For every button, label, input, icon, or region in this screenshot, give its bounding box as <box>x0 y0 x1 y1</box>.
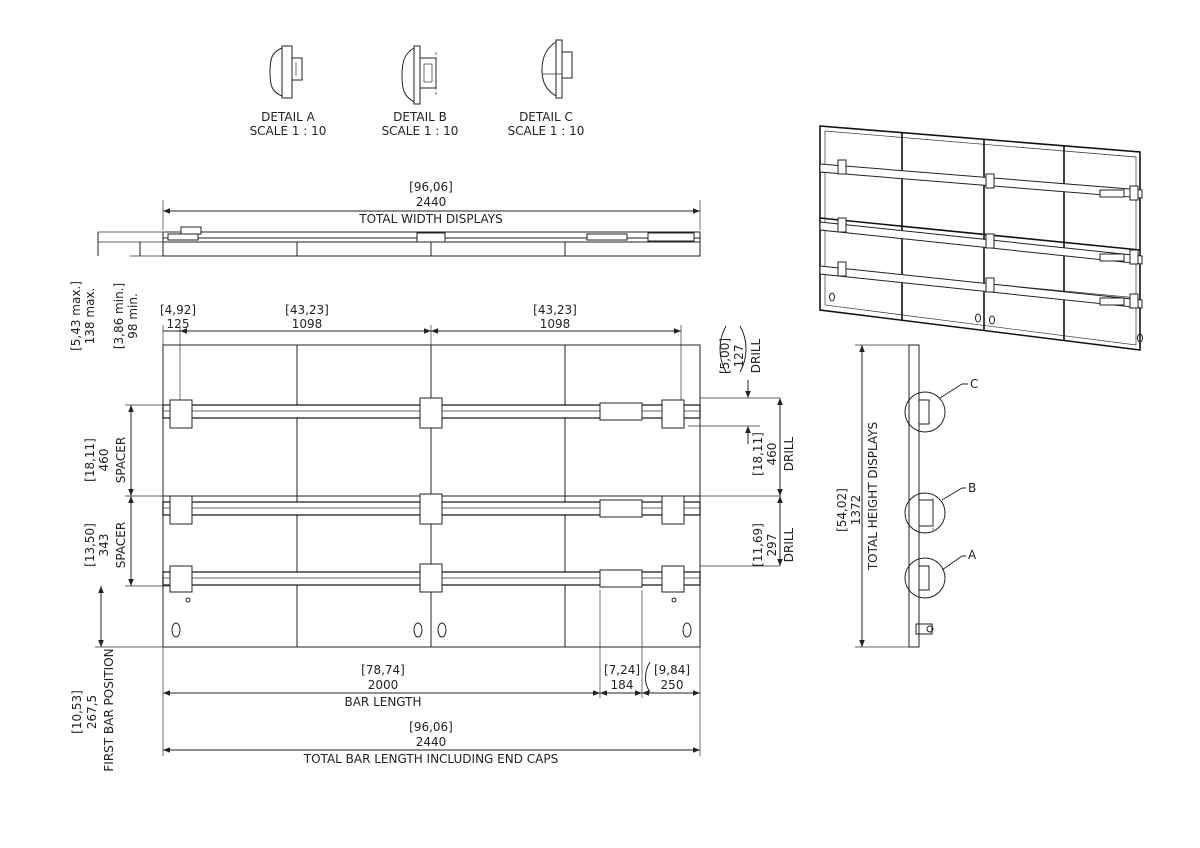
drill-spacing-1-mm: 1098 <box>292 317 323 331</box>
drill-mid-label: DRILL <box>782 436 796 471</box>
drill-mid-mm: 460 <box>765 443 779 466</box>
first-bar-mm: 267,5 <box>85 695 99 729</box>
detail-a-title: DETAIL A <box>261 110 315 124</box>
detail-c-callout: C <box>904 377 978 433</box>
spacer-2-mm: 343 <box>97 534 111 557</box>
detail-a: DETAIL A SCALE 1 : 10 <box>250 45 327 138</box>
detail-c: DETAIL C SCALE 1 : 10 <box>508 39 585 138</box>
edge-offset-mm: 125 <box>167 317 190 331</box>
total-width-label: TOTAL WIDTH DISPLAYS <box>358 212 503 226</box>
iso-bar-3 <box>819 261 1143 309</box>
spacer-2-label: SPACER <box>114 522 128 568</box>
callout-c-label: C <box>970 377 978 391</box>
top-drill-inch: [5,00] <box>718 338 732 374</box>
total-width-inch: [96,06] <box>409 180 453 194</box>
detail-b-callout: B <box>904 481 976 534</box>
spacer-1-inch: [18,11] <box>83 438 97 482</box>
detail-b-scale: SCALE 1 : 10 <box>382 124 459 138</box>
iso-bar-1 <box>819 159 1143 201</box>
iso-bar-2 <box>819 217 1143 265</box>
callout-a-label: A <box>968 548 977 562</box>
edge-offset-inch: [4,92] <box>160 303 196 317</box>
drill-mid-inch: [18,11] <box>751 432 765 476</box>
bar-length-inch: [78,74] <box>361 663 405 677</box>
total-width-mm: 2440 <box>416 195 447 209</box>
mounting-bar-1 <box>162 397 701 429</box>
drill-spacing-2-mm: 1098 <box>540 317 571 331</box>
end-cap-1-inch: [7,24] <box>604 663 640 677</box>
isometric-view <box>819 125 1143 351</box>
top-view: [96,06] 2440 TOTAL WIDTH DISPLAYS [5,43 … <box>69 180 701 351</box>
total-height-mm: 1372 <box>849 495 863 526</box>
end-cap-1-mm: 184 <box>611 678 634 692</box>
spacer-2-inch: [13,50] <box>83 523 97 567</box>
drill-low-mm: 297 <box>765 534 779 557</box>
bar-length-label: BAR LENGTH <box>344 695 421 709</box>
drill-spacing-1-inch: [43,23] <box>285 303 329 317</box>
callout-b-label: B <box>968 481 976 495</box>
detail-a-scale: SCALE 1 : 10 <box>250 124 327 138</box>
end-cap-2-inch: [9,84] <box>654 663 690 677</box>
first-bar-inch: [10,53] <box>70 690 84 734</box>
total-bar-length-inch: [96,06] <box>409 720 453 734</box>
detail-c-title: DETAIL C <box>519 110 573 124</box>
depth-max-inch: [5,43 max.] <box>69 281 83 351</box>
front-view: [4,92] 125 [43,23] 1098 [43,23] 1098 <box>70 303 796 772</box>
drill-spacing-2-inch: [43,23] <box>533 303 577 317</box>
detail-c-scale: SCALE 1 : 10 <box>508 124 585 138</box>
first-bar-label: FIRST BAR POSITION <box>102 648 116 771</box>
detail-c-icon <box>541 39 573 99</box>
detail-b: DETAIL B SCALE 1 : 10 <box>382 45 459 138</box>
total-bar-length-mm: 2440 <box>416 735 447 749</box>
mounting-holes <box>171 597 692 638</box>
top-view-bar <box>162 226 701 243</box>
mounting-bar-3 <box>162 563 701 593</box>
depth-min-inch: [3,86 min.] <box>112 283 126 349</box>
top-drill-label: DRILL <box>749 338 763 373</box>
spacer-1-label: SPACER <box>114 437 128 483</box>
depth-max-mm: 138 max. <box>83 288 97 345</box>
depth-min-mm: 98 min. <box>126 293 140 339</box>
top-view-displays <box>162 241 701 257</box>
total-height-inch: [54,02] <box>835 488 849 532</box>
spacer-1-mm: 460 <box>97 449 111 472</box>
total-bar-length-label: TOTAL BAR LENGTH INCLUDING END CAPS <box>303 752 558 766</box>
drill-low-inch: [11,69] <box>751 523 765 567</box>
side-view: [54,02] 1372 TOTAL HEIGHT DISPLAYS C B A <box>835 344 978 648</box>
end-cap-2-mm: 250 <box>661 678 684 692</box>
detail-b-title: DETAIL B <box>393 110 447 124</box>
mounting-bar-2 <box>162 493 701 525</box>
total-height-label: TOTAL HEIGHT DISPLAYS <box>866 422 880 571</box>
detail-a-callout: A <box>904 548 977 599</box>
detail-a-icon <box>269 45 303 99</box>
drill-low-label: DRILL <box>782 527 796 562</box>
bar-length-mm: 2000 <box>368 678 399 692</box>
detail-b-icon <box>401 45 437 105</box>
top-drill-mm: 127 <box>732 345 746 368</box>
